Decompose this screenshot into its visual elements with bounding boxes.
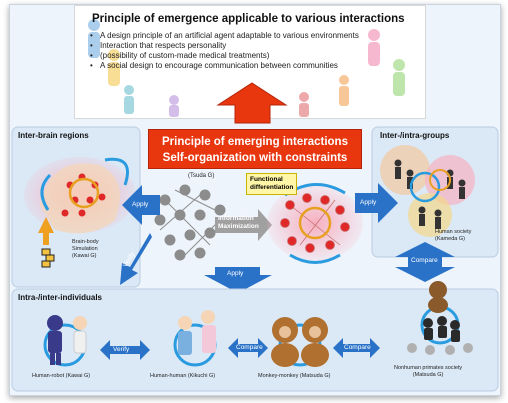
inter-intra-groups-title: Inter-/intra-groups [380, 131, 450, 140]
gray-network [154, 184, 226, 261]
brain-body-caption: Brain-body Simulation (Kawai G) [72, 239, 99, 260]
banner-bullets: A design principle of an artificial agen… [90, 31, 359, 71]
robot-figure [47, 315, 63, 365]
primate-group [423, 316, 460, 342]
principle-box: Principle of emerging interactions Self-… [148, 129, 362, 169]
human-human-caption: Human-human (Kikuchi G) [150, 373, 216, 379]
banner-bullet: A social design to encourage communicati… [90, 61, 359, 71]
banner-title: Principle of emergence applicable to var… [92, 13, 405, 25]
functional-line1: Functional [250, 176, 283, 183]
compare-vertical-label: Compare [411, 257, 438, 264]
apply-down-arrow [204, 267, 272, 293]
tsuda-label: (Tsuda G) [188, 173, 215, 179]
info-line2: Maximization [218, 223, 259, 230]
banner-bullet: (possibility of custom-made medical trea… [90, 51, 359, 61]
caption-line: (Matsuda G) [412, 372, 444, 378]
apply-right-arrow [355, 183, 398, 223]
banner-bullet: Interaction that respects personality [90, 41, 359, 51]
inter-brain-title: Inter-brain regions [18, 131, 89, 140]
compare-vertical-arrow [395, 242, 455, 282]
banner-bullet: A design principle of an artificial agen… [90, 31, 359, 41]
diagram-graphics [11, 82, 499, 392]
info-max-label: Information Maximization [218, 215, 259, 231]
apply-down-label: Apply [227, 270, 244, 277]
principle-line2: Self-organization with constraints [162, 152, 348, 164]
human-robot-caption: Human-robot (Kawai G) [32, 373, 91, 379]
caption-line: Human society [435, 229, 472, 235]
caption-line: Simulation [72, 246, 98, 252]
verify-bottom-arrow [100, 340, 150, 360]
compare-1-arrow [228, 338, 268, 358]
nonhuman-caption: Nonhuman primates society (Matsuda G) [394, 365, 462, 379]
intra-inter-individuals-panel [11, 288, 499, 392]
intra-inter-individuals-title: Intra-/inter-individuals [18, 293, 103, 302]
verify-diag-arrow [120, 233, 152, 285]
apply-left-label: Apply [132, 201, 149, 208]
blue-loop-left [104, 157, 129, 186]
functional-line2: differentiation [250, 184, 294, 191]
compare-1-label: Compare [236, 344, 263, 351]
orange-arrow [38, 217, 54, 245]
caption-line: (Kawai G) [72, 253, 97, 259]
verify-bottom-label: Verify [113, 346, 130, 353]
compare-2-arrow [333, 338, 380, 358]
apply-left-arrow [122, 185, 160, 225]
caption-line: (Kameda G) [435, 236, 465, 242]
info-line1: Information [218, 215, 254, 222]
big-monkey-icon [428, 281, 448, 313]
figure-frame: Principle of emergence applicable to var… [9, 4, 501, 396]
info-max-arrow [215, 209, 272, 241]
principle-line1: Principle of emerging interactions [162, 136, 348, 148]
robot-snake [41, 248, 55, 268]
functional-differentiation-box: Functional differentiation [246, 173, 298, 195]
red-network [280, 193, 350, 253]
up-arrow [216, 82, 288, 124]
human-society-caption: Human society (Kameda G) [435, 229, 471, 243]
girl-figure [73, 316, 87, 354]
monkey-monkey-caption: Monkey-monkey (Matsuda G) [258, 373, 331, 379]
monkey-figures [271, 317, 329, 367]
caption-line: Nonhuman primates society [394, 365, 463, 371]
apply-right-label: Apply [360, 199, 377, 206]
compare-2-label: Compare [344, 344, 371, 351]
caption-line: Brain-body [72, 239, 99, 245]
